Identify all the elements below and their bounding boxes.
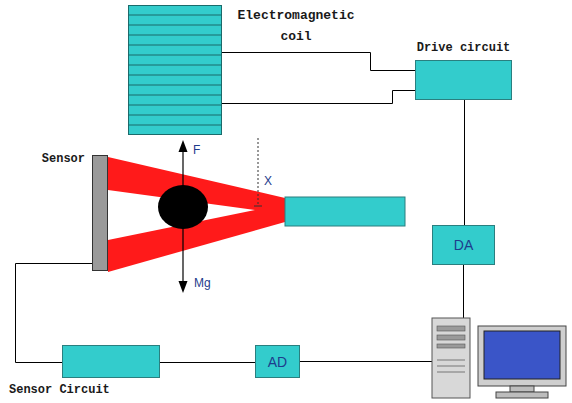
drive-bay <box>437 335 465 340</box>
computer-tower <box>432 318 470 398</box>
arrow-head <box>179 140 188 152</box>
sensor-circuit-box: Sensor Circuit <box>62 345 160 378</box>
drive-circuit-box: Drive circuit <box>415 60 512 100</box>
arrow-head <box>179 281 188 293</box>
tower-detail <box>437 372 465 373</box>
tower-detail <box>437 360 465 361</box>
wire-connector <box>222 91 415 104</box>
monitor <box>478 326 566 386</box>
monitor-base <box>496 392 548 398</box>
node-label: AD <box>268 354 287 370</box>
gap-tick <box>254 206 262 207</box>
converter-box: DA <box>432 225 495 265</box>
converter-box: AD <box>255 345 300 378</box>
label-holder: Mg <box>193 273 212 291</box>
wire-connector <box>160 362 255 363</box>
label-holder: X <box>263 171 273 189</box>
wire <box>463 265 464 318</box>
beam <box>285 197 405 226</box>
node-label: DA <box>454 237 473 253</box>
node-label: Drive circuit <box>417 41 511 55</box>
tower-detail <box>437 366 465 367</box>
gap-dimension <box>258 138 259 206</box>
levitated-ball <box>158 185 208 229</box>
coil-shape <box>128 5 222 135</box>
wire-connector <box>464 100 465 225</box>
electromagnetic-coil: Electromagnetic coil <box>128 5 222 135</box>
force-arrow <box>182 150 183 186</box>
node-label: Sensor Circuit <box>9 383 110 397</box>
sensor-plate: Sensor <box>92 155 108 271</box>
drive-bay <box>437 326 465 331</box>
quantity-label: F <box>192 143 201 157</box>
node-label: Sensor <box>42 152 85 166</box>
node-label: Electromagnetic coil <box>232 6 360 48</box>
label-holder: F <box>192 140 201 158</box>
monitor-stand <box>510 386 534 392</box>
quantity-label: Mg <box>193 276 212 290</box>
gravity-arrow <box>182 228 183 282</box>
quantity-label: X <box>263 174 273 188</box>
wire <box>300 361 432 362</box>
monitor-screen <box>484 331 560 379</box>
drive-bay <box>437 344 465 348</box>
wire-connector <box>222 53 415 71</box>
